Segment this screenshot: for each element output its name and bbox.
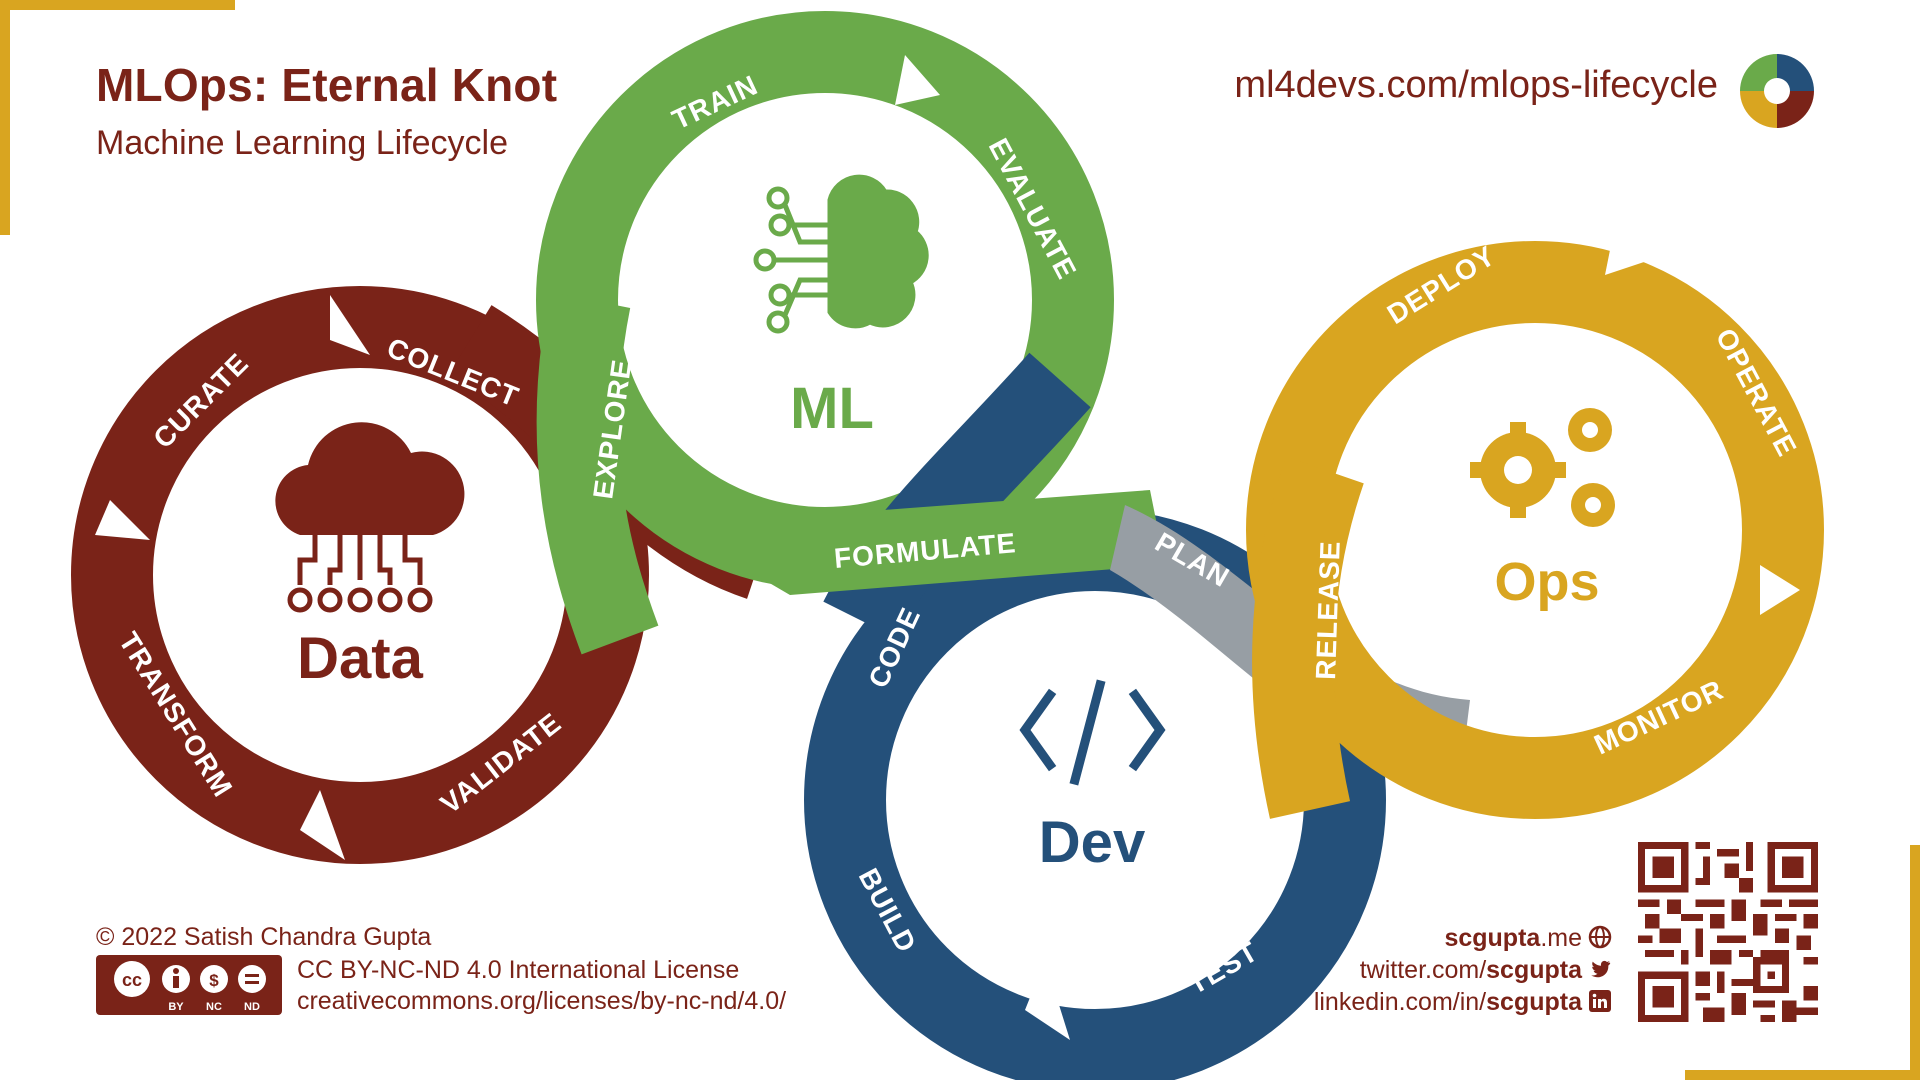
corner-bottom-right-side xyxy=(1910,845,1920,1080)
ops-loop xyxy=(1246,225,1824,819)
linkedin-icon xyxy=(1589,990,1611,1012)
page-subtitle: Machine Learning Lifecycle xyxy=(96,124,509,162)
svg-text:cc: cc xyxy=(122,970,142,990)
license-lines: CC BY-NC-ND 4.0 International License cr… xyxy=(297,955,786,1017)
dev-arrow-notch-1 xyxy=(1025,960,1070,1040)
data-loop xyxy=(71,286,774,864)
corner-top-left-side xyxy=(0,0,10,235)
license-url-link[interactable]: creativecommons.org/licenses/by-nc-nd/4.… xyxy=(296,987,787,1015)
twitter-prefix: twitter.com/ xyxy=(1359,956,1487,984)
ml-arrow-notch-1 xyxy=(895,55,940,105)
twitter-bird-icon xyxy=(1591,960,1611,978)
code-brackets-icon xyxy=(1019,679,1166,786)
copyright-text: © 2022 Satish Chandra Gupta xyxy=(96,923,432,951)
data-arrow-notch-2 xyxy=(95,500,150,540)
qr-code[interactable] xyxy=(1638,842,1818,1022)
cloud-network-icon xyxy=(275,422,465,613)
license-text: CC BY-NC-ND 4.0 International License xyxy=(296,956,740,984)
linkedin-prefix: linkedin.com/in/ xyxy=(1313,988,1487,1016)
site-tld: .me xyxy=(1540,924,1582,952)
site-name-bold: scgupta xyxy=(1444,924,1541,952)
cc-by-nc-nd-badge: cc $ BY NC ND xyxy=(96,955,282,1015)
badge-nd-label: ND xyxy=(244,1001,260,1013)
data-arrow-notch-1 xyxy=(330,295,370,355)
ops-arrow-notch-1 xyxy=(1605,225,1650,275)
svg-text:$: $ xyxy=(209,971,219,990)
loop-title-ops: Ops xyxy=(1494,552,1599,612)
footer-license: © 2022 Satish Chandra Gupta cc $ BY NC N… xyxy=(96,922,786,1017)
website-link[interactable]: scgupta.me xyxy=(1314,922,1612,954)
cc-badge-icons: cc $ BY NC ND xyxy=(114,961,266,1013)
data-arrow-notch-3 xyxy=(300,790,345,860)
loop-title-ml: ML xyxy=(790,376,874,441)
ops-arrow-notch-2 xyxy=(1760,565,1800,615)
footer-contact: scgupta.me twitter.com/scgupta linkedin.… xyxy=(1314,922,1612,1018)
twitter-handle: scgupta xyxy=(1486,956,1582,984)
loop-title-data: Data xyxy=(297,626,423,691)
brain-circuit-icon xyxy=(753,174,929,334)
linkedin-link[interactable]: linkedin.com/in/scgupta xyxy=(1314,986,1612,1018)
badge-nc-label: NC xyxy=(206,1001,222,1013)
stage-release: RELEASE xyxy=(1310,540,1346,680)
globe-icon xyxy=(1588,925,1612,949)
corner-bottom-right-bar xyxy=(1685,1070,1920,1080)
page-title: MLOps: Eternal Knot xyxy=(96,59,558,111)
header-url-link[interactable]: ml4devs.com/mlops-lifecycle xyxy=(1234,64,1718,106)
twitter-link[interactable]: twitter.com/scgupta xyxy=(1314,954,1612,986)
linkedin-handle: scgupta xyxy=(1486,988,1582,1016)
corner-top-left-bar xyxy=(0,0,235,10)
badge-by-label: BY xyxy=(168,1001,184,1013)
ml4devs-logo xyxy=(1740,54,1814,128)
gears-icon xyxy=(1470,408,1615,527)
formulate-band xyxy=(730,490,1165,595)
loop-title-dev: Dev xyxy=(1039,810,1145,875)
license-row: cc $ BY NC ND CC BY-NC-ND 4.0 Internatio… xyxy=(96,955,786,1017)
title-block: MLOps: Eternal Knot Machine Learning Lif… xyxy=(96,58,557,163)
